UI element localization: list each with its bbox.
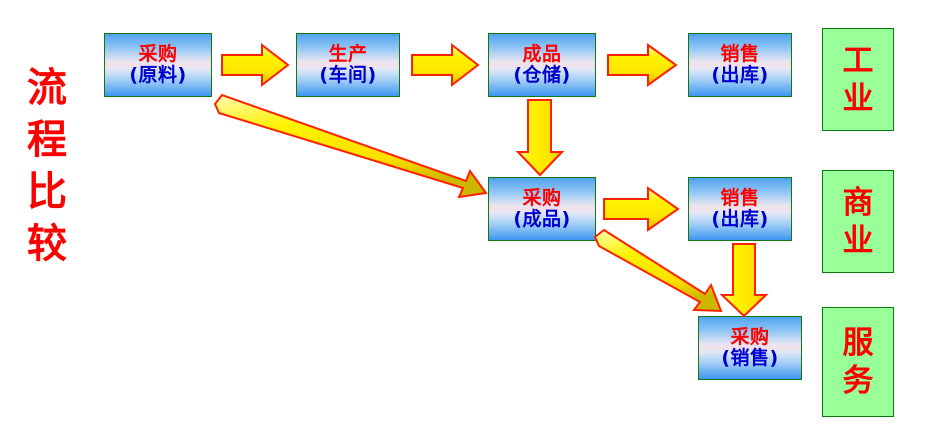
category-box-industry[interactable]: 工 业 (822, 28, 894, 131)
arrow-production-to-finished-icon (411, 42, 480, 88)
process-box-title: 生产 (328, 43, 368, 66)
process-box-title: 成品 (522, 43, 562, 66)
arrow-purchase-finished-to-purchase-service-icon (593, 228, 723, 313)
process-box-title: 采购 (522, 187, 562, 210)
process-box-title: 销售 (720, 43, 760, 66)
process-box-purchase-raw[interactable]: 采购 (原料) (104, 33, 212, 97)
process-box-purchase-service[interactable]: 采购 (销售) (698, 316, 802, 380)
process-box-detail: (车间) (319, 63, 377, 86)
arrow-purchase-to-production-icon (221, 42, 290, 88)
category-label: 服 务 (842, 325, 874, 399)
process-box-sales-commerce[interactable]: 销售 (出库) (688, 177, 792, 241)
process-box-detail: (仓储) (513, 63, 571, 86)
arrow-purchase-finished-to-sales-commerce-icon (603, 186, 680, 232)
arrow-finished-down-to-purchase-finished-icon (515, 99, 565, 177)
process-box-detail: (原料) (129, 63, 187, 86)
process-box-title: 采购 (730, 326, 770, 349)
page-title: 流 程 比 较 (27, 65, 67, 267)
process-box-sales-industry[interactable]: 销售 (出库) (688, 33, 792, 97)
process-box-detail: (出库) (711, 63, 769, 86)
process-box-detail: (成品) (513, 207, 571, 230)
arrow-sales-commerce-down-to-purchase-service-icon (719, 243, 769, 318)
process-box-detail: (出库) (711, 207, 769, 230)
arrow-finished-to-sales-icon (607, 43, 678, 87)
process-box-production[interactable]: 生产 (车间) (296, 33, 400, 97)
process-box-title: 采购 (138, 43, 178, 66)
process-box-finished-goods[interactable]: 成品 (仓储) (488, 33, 596, 97)
category-label: 工 业 (842, 42, 874, 117)
category-box-service[interactable]: 服 务 (822, 307, 894, 417)
process-box-purchase-finished[interactable]: 采购 (成品) (488, 177, 596, 241)
process-box-title: 销售 (720, 187, 760, 210)
arrow-purchase-raw-to-purchase-finished-icon (213, 93, 488, 199)
process-box-detail: (销售) (721, 346, 779, 369)
category-box-commerce[interactable]: 商 业 (822, 170, 894, 273)
category-label: 商 业 (842, 184, 874, 259)
